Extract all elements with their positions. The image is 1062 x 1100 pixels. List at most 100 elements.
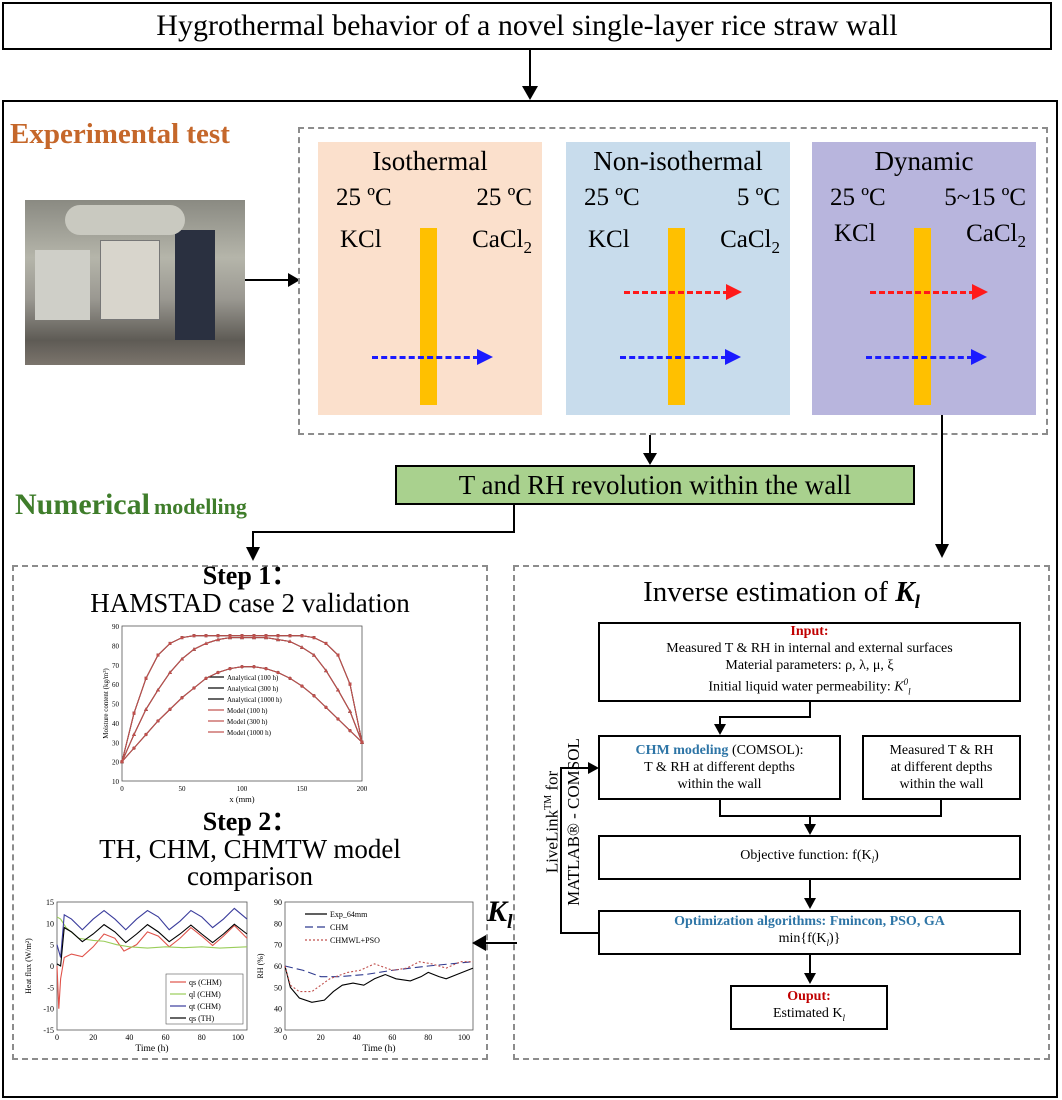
arrow-photo <box>245 279 293 281</box>
panel-title: Dynamic <box>874 146 974 176</box>
inverse-title: Inverse estimation of Kl <box>513 576 1050 615</box>
arrowhead <box>804 824 816 835</box>
data-point <box>156 653 160 657</box>
data-point <box>300 684 304 688</box>
legend-label: qs (TH) <box>189 1014 214 1023</box>
heat-flow-arrow <box>624 291 729 294</box>
y-tick-label: 60 <box>274 962 282 971</box>
data-point <box>168 670 172 674</box>
livelink-text: LiveLink <box>542 809 562 874</box>
data-point <box>216 670 220 675</box>
feedback-line <box>560 767 590 769</box>
y-tick-label: 30 <box>274 1026 282 1035</box>
data-point <box>276 637 280 642</box>
y-axis-label: Heat flux (W/m²) <box>24 938 33 994</box>
legend-label: qt (CHM) <box>189 1002 221 1011</box>
data-point <box>252 665 256 669</box>
inverse-title-text: Inverse estimation of <box>643 576 896 608</box>
wall-sample <box>420 228 437 405</box>
salt-left: KCl <box>588 226 630 253</box>
title-box: Hygrothermal behavior of a novel single-… <box>2 2 1052 50</box>
data-point <box>168 707 172 711</box>
measured-line: within the wall <box>899 777 984 792</box>
arrowhead <box>246 547 260 561</box>
connector <box>809 955 811 975</box>
data-point <box>180 636 184 640</box>
data-point <box>204 641 208 645</box>
output-sub: l <box>842 1012 846 1023</box>
y-tick-label: 30 <box>112 739 120 747</box>
x-tick-label: 0 <box>283 1033 287 1042</box>
salt-right: CaCl2 <box>966 220 1026 252</box>
condition-panel-isothermal: Isothermal 25 ºC 25 ºC KCl CaCl2 <box>318 142 542 415</box>
x-tick-label: 20 <box>317 1033 325 1042</box>
legend-label: Model (100 h) <box>227 707 268 715</box>
data-point <box>324 705 328 709</box>
opt-min: min{f(K <box>778 931 827 947</box>
chm-line: within the wall <box>677 777 762 792</box>
data-point <box>324 668 328 673</box>
kl-arrow <box>482 942 517 944</box>
livelink-line: LiveLinkTM for <box>538 697 563 947</box>
salt-right-base: CaCl <box>966 220 1018 247</box>
equipment-box <box>35 250 90 320</box>
numerical-heading: Numerical modelling <box>15 488 247 522</box>
arrow-title-down <box>529 50 531 90</box>
step2-title: Step 2： <box>202 807 298 836</box>
data-point <box>132 732 136 736</box>
data-point <box>180 656 184 661</box>
y-tick-label: 5 <box>50 941 54 950</box>
legend-label: CHM <box>330 923 348 932</box>
temp-right: 25 ºC <box>476 184 532 211</box>
x-tick-label: 150 <box>297 785 308 793</box>
y-tick-label: 0 <box>50 962 54 971</box>
data-point <box>144 707 148 711</box>
data-point <box>276 670 280 675</box>
x-axis-label: Time (h) <box>135 1043 168 1054</box>
x-tick-label: 40 <box>125 1033 133 1042</box>
y-tick-label: 15 <box>46 898 54 907</box>
main-frame <box>2 100 1058 1098</box>
arrowhead <box>935 544 949 558</box>
y-tick-label: 90 <box>274 898 282 907</box>
moisture-flow-arrow <box>620 356 727 359</box>
connector <box>649 435 651 457</box>
objective-line: Objective function: f(Kl) <box>600 847 1019 869</box>
k: K <box>894 679 904 695</box>
experiment-conditions-box <box>298 127 1048 435</box>
input-line: Measured T & RH in internal and external… <box>666 641 953 657</box>
arrowhead <box>971 349 987 365</box>
arrowhead <box>714 724 726 735</box>
experimental-heading: Experimental test <box>10 118 230 150</box>
data-point <box>336 653 340 657</box>
y-tick-label: 70 <box>274 941 282 950</box>
measured-line: at different depths <box>890 760 993 775</box>
data-point <box>288 676 292 680</box>
x-tick-label: 0 <box>120 785 124 793</box>
y-tick-label: 80 <box>274 919 282 928</box>
inverse-estimation-box <box>513 565 1050 1060</box>
connector <box>513 505 515 533</box>
arrowhead <box>972 284 988 300</box>
panel-title: Non-isothermal <box>593 146 763 176</box>
livelink-label: LiveLinkTM for MATLAB® - COMSOL <box>538 697 583 947</box>
data-point <box>204 634 208 638</box>
data-point <box>348 709 352 713</box>
y-tick-label: 10 <box>46 919 54 928</box>
result-text: T and RH revolution within the wall <box>458 470 852 500</box>
y-tick-label: 10 <box>112 778 120 786</box>
data-point <box>300 634 304 638</box>
arrowhead <box>477 349 493 365</box>
livelink-matlab: MATLAB® - COMSOL <box>563 738 583 906</box>
data-point <box>252 635 256 640</box>
livelink-tm: TM <box>543 794 554 810</box>
salt-left: KCl <box>340 226 382 253</box>
series-line-2 <box>284 961 473 993</box>
x-tick-label: 100 <box>232 1033 244 1042</box>
data-point <box>144 676 148 680</box>
data-point <box>288 634 292 638</box>
data-point <box>192 634 196 638</box>
temp-right: 5 ºC <box>736 184 780 211</box>
salt-left: KCl <box>834 220 876 247</box>
